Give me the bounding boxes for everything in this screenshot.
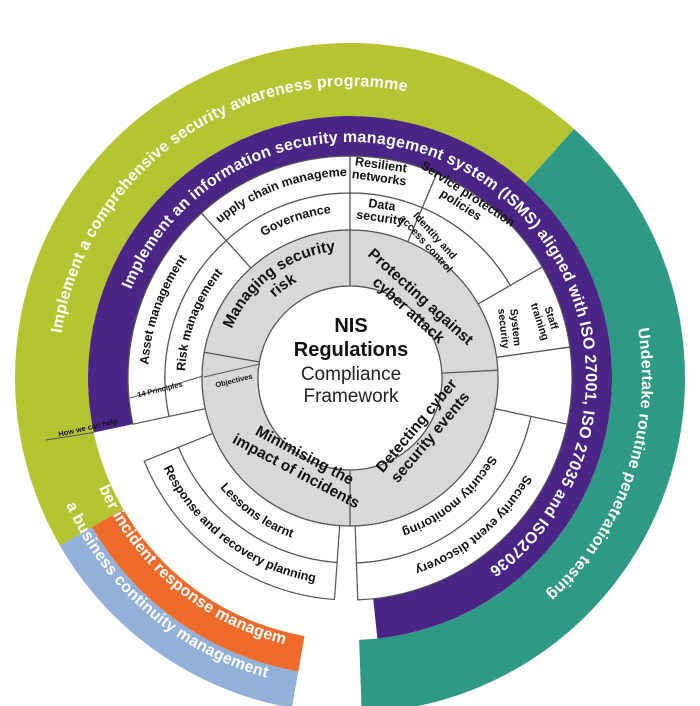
centre-title-line-2: Regulations [294, 339, 408, 361]
legend-line-objectives [203, 363, 261, 378]
centre-title-line-3: Compliance [301, 364, 401, 385]
centre-disc [257, 285, 443, 471]
penetration-band [359, 129, 685, 706]
principle-response-recovery [143, 446, 338, 601]
centre-title-line-4: Framework [303, 386, 399, 407]
awareness-band [14, 43, 575, 546]
principle-system-label-line: security [495, 308, 511, 349]
principle-system-label-line: System [507, 308, 523, 346]
legend-line-how [45, 431, 94, 441]
incident-band [91, 509, 305, 672]
principle-data-label-line: security [355, 207, 404, 228]
principle-data-label-line: Data [368, 196, 398, 214]
legend-line-principles [129, 375, 204, 399]
continuity-band [59, 527, 299, 706]
principle-security-event-discovery [355, 415, 568, 601]
centre-title-line-1: NIS [334, 315, 367, 337]
